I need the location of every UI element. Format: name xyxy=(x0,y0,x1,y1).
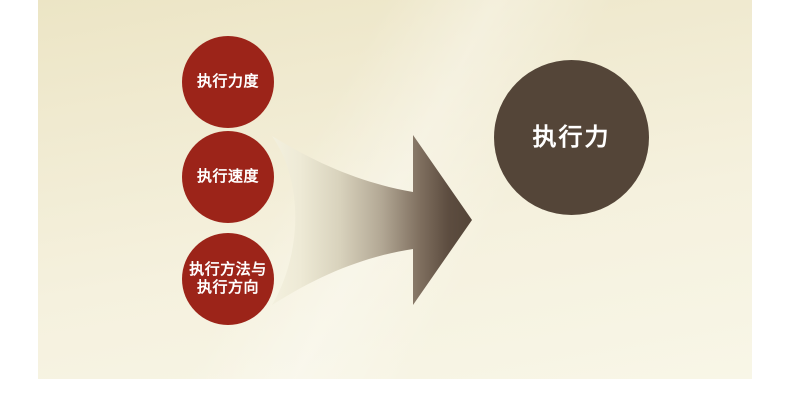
output-node-label: 执行力 xyxy=(532,123,611,152)
arrow-shape xyxy=(272,135,472,305)
convergence-arrow xyxy=(272,135,472,305)
input-node-3-label: 执行方法与 执行方向 xyxy=(189,260,267,296)
input-node-2[interactable]: 执行速度 xyxy=(182,131,274,223)
input-node-1[interactable]: 执行力度 xyxy=(182,36,274,128)
input-node-3[interactable]: 执行方法与 执行方向 xyxy=(182,233,274,325)
input-node-1-label: 执行力度 xyxy=(196,72,259,91)
slide-surface: 执行力度 执行速度 执行方法与 执行方向 执行力 xyxy=(38,0,752,379)
output-node[interactable]: 执行力 xyxy=(494,60,649,215)
input-node-2-label: 执行速度 xyxy=(196,167,259,186)
